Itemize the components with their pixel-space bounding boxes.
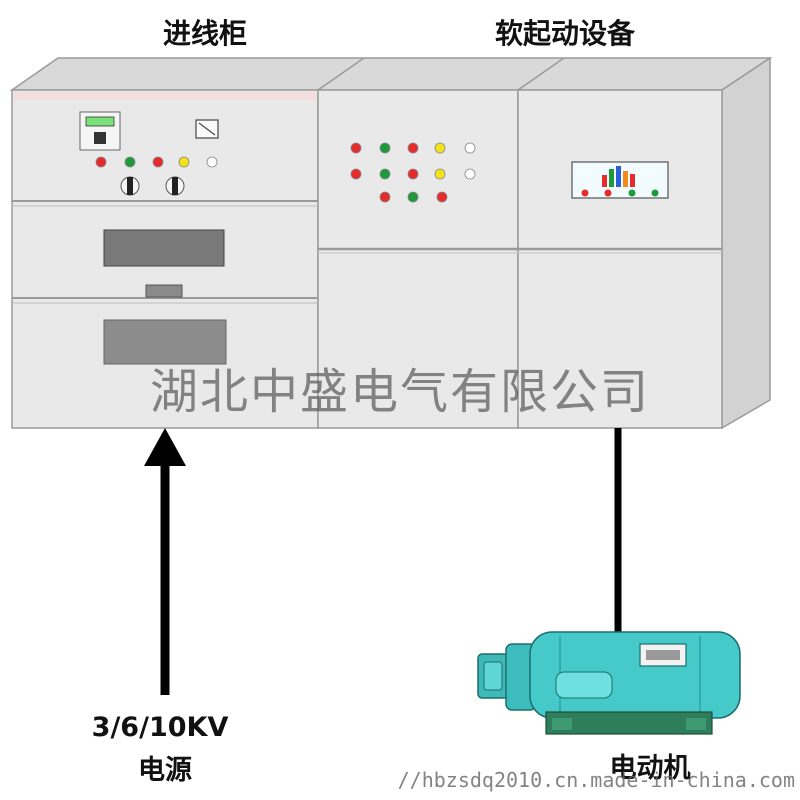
indicator-lamp-red (152, 156, 164, 168)
hmi-screen-bar (623, 171, 628, 187)
indicator-lamp-red (407, 168, 419, 180)
indicator-lamp-white (464, 168, 476, 180)
cabinet-top-face (9, 57, 773, 91)
indicator-lamp-red (95, 156, 107, 168)
hmi-screen-bar (609, 169, 614, 187)
viewing-window (103, 319, 227, 365)
indicator-lamp-red (581, 189, 589, 197)
soft-start-cabinet-monitor (517, 89, 723, 429)
indicator-lamp-red (407, 142, 419, 154)
meter-needle (198, 122, 216, 136)
motor-base (545, 711, 713, 735)
indicator-lamp-red (379, 191, 391, 203)
cabinet-nameplate-strip (14, 92, 316, 100)
indicator-lamp-green (379, 142, 391, 154)
incoming-indicator-lamps (95, 156, 218, 168)
indicator-lamp-yellow (178, 156, 190, 168)
relay-keypad (94, 132, 106, 144)
company-watermark: 湖北中盛电气有限公司 (149, 364, 650, 420)
soft-start-equipment-label: 软起动设备 (494, 17, 635, 50)
indicator-lamp-yellow (434, 142, 446, 154)
indicator-lamp-green (651, 189, 659, 197)
top-divider (317, 57, 365, 91)
motor-label: 电动机 (609, 753, 691, 784)
indicator-lamp-green (379, 168, 391, 180)
power-supply-label: 电源 (138, 755, 192, 786)
supply-arrow-head (144, 428, 186, 466)
selector-switch (165, 176, 185, 196)
indicator-lamp-green (124, 156, 136, 168)
indicator-lamp-red (350, 142, 362, 154)
hmi-screen-bar (616, 166, 621, 187)
indicator-lamp-red (436, 191, 448, 203)
operating-handle-slot (145, 284, 183, 298)
indicator-lamp-red (604, 189, 612, 197)
supply-voltage-label: 3/6/10KV (91, 712, 229, 743)
cabinet-side-face (721, 56, 771, 430)
incoming-cabinet-label: 进线柜 (162, 17, 247, 50)
top-divider (517, 57, 565, 91)
indicator-lamp-white (206, 156, 218, 168)
indicator-lamp-green (407, 191, 419, 203)
hmi-screen-bar (602, 175, 607, 187)
selector-switch (120, 176, 140, 196)
indicator-lamp-yellow (434, 168, 446, 180)
watermark-url: //hbzsdq2010.cn.made-in-china.com (397, 768, 795, 792)
indicator-lamp-white (464, 142, 476, 154)
hmi-screen-bar (630, 174, 635, 187)
indicator-lamp-green (628, 189, 636, 197)
viewing-window (103, 229, 225, 267)
indicator-lamp-red (350, 168, 362, 180)
electric-motor (477, 631, 741, 735)
relay-display (85, 116, 115, 127)
soft-start-indicator-lamps (350, 142, 476, 203)
